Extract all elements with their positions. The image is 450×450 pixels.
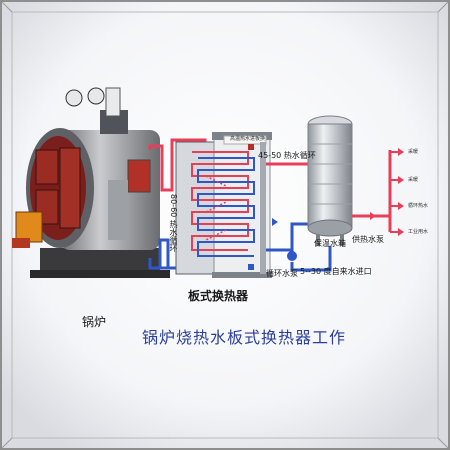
frame-corner-tl bbox=[1, 1, 13, 13]
frame-corner-bl bbox=[1, 437, 13, 449]
hx-top-tag: 高温热水进板换 bbox=[230, 136, 266, 142]
output-label: 采暖 bbox=[408, 177, 419, 183]
output-label: 采暖 bbox=[408, 149, 419, 155]
plate-heat-exchanger bbox=[175, 132, 272, 278]
boiler-illustration bbox=[12, 87, 170, 278]
heat-exchanger-label: 板式换热器 bbox=[188, 289, 249, 303]
inlet-arrow bbox=[272, 218, 278, 226]
inner-frame bbox=[11, 11, 439, 439]
supply-pipes bbox=[352, 148, 404, 236]
output-label: 工业用水 bbox=[408, 229, 429, 235]
storage-tank-label: 保温水箱 bbox=[314, 239, 346, 248]
caption: 锅炉烧热水板式换热器工作 bbox=[142, 328, 347, 347]
boiler-loop-label: 80-60 热水循环 bbox=[169, 194, 178, 252]
hot-loop-pipes bbox=[266, 162, 332, 272]
inlet-label: 5--30 度自来水进口 bbox=[300, 267, 372, 276]
circ-pump-label: 循环水泵 bbox=[266, 269, 298, 278]
supply-pump-label: 供热水泵 bbox=[352, 235, 384, 244]
hot-loop-label: 45-50 热水循环 bbox=[258, 151, 316, 160]
boiler-label: 锅炉 bbox=[82, 315, 107, 329]
storage-tank bbox=[307, 115, 353, 246]
output-label: 循环热水 bbox=[408, 203, 429, 209]
frame-corner-br bbox=[437, 437, 449, 449]
frame-corner-tr bbox=[437, 1, 449, 13]
